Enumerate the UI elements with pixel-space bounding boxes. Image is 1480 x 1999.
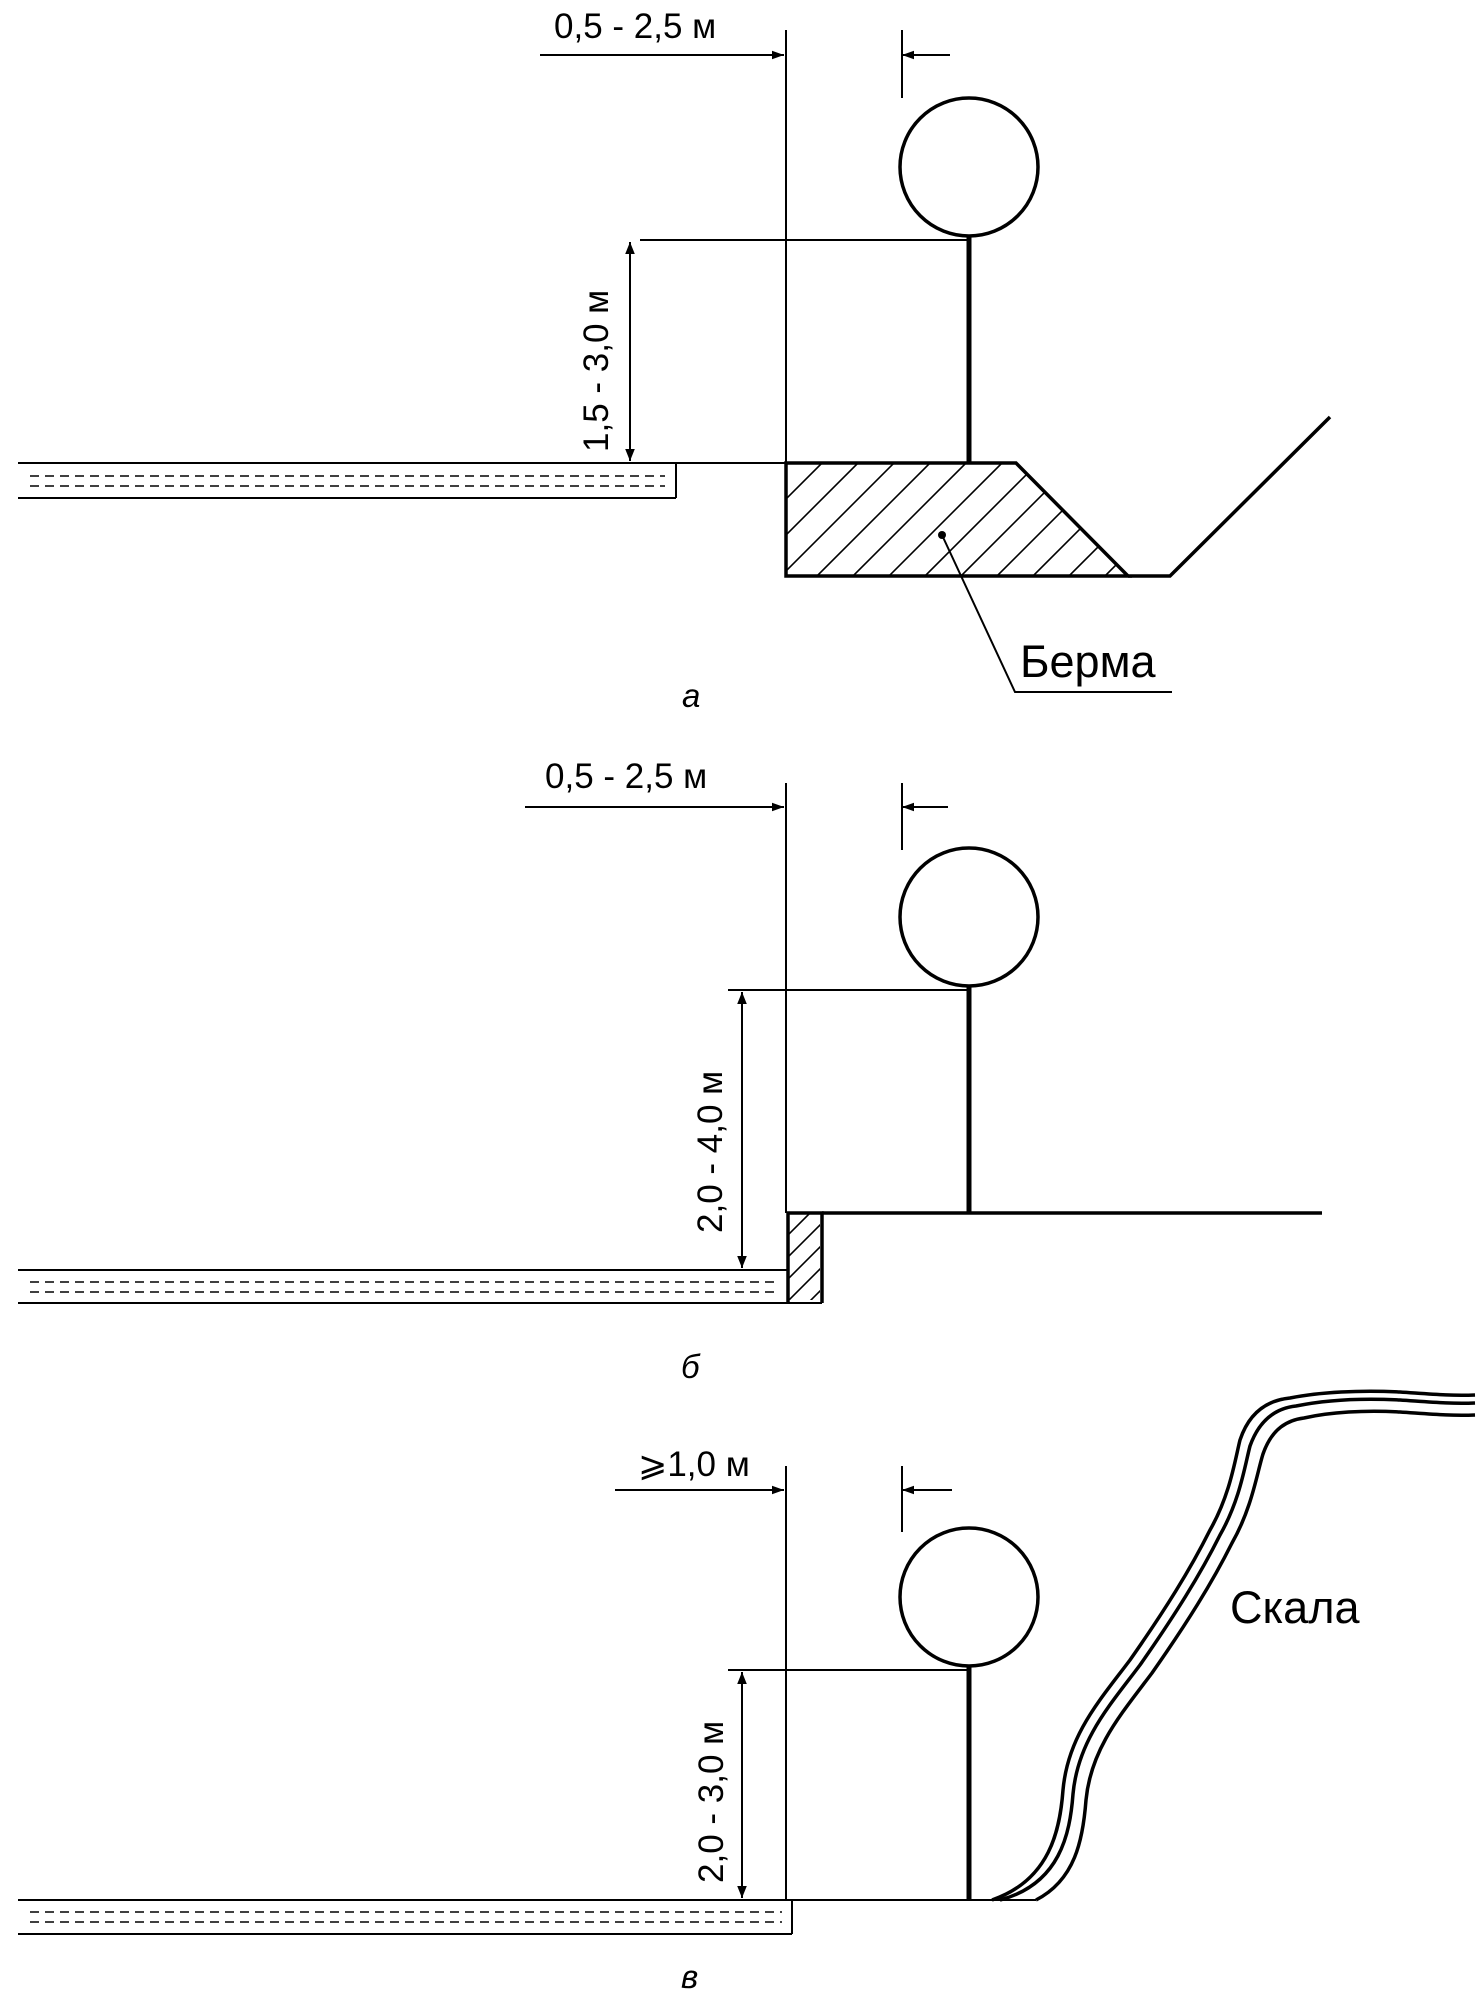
- roadway-a: [18, 462, 677, 499]
- sign-plate-c: [898, 1526, 1040, 1668]
- road-sign-c: [898, 1526, 1040, 1900]
- roadway-b: [18, 1269, 822, 1304]
- caption-a: а: [682, 677, 700, 714]
- panel-a: 0,5 - 2,5 м 1,5 - 3,0 м Берма а: [18, 7, 1332, 714]
- sign-plate-a: [898, 96, 1040, 238]
- vertical-dimension-a: 1,5 - 3,0 м: [577, 239, 969, 461]
- roadway-c: [18, 1899, 793, 1935]
- retaining-step: [786, 1211, 824, 1303]
- vertical-dimension-c: 2,0 - 3,0 м: [692, 1669, 969, 1898]
- panel-c: ⩾1,0 м 2,0 - 3,0 м Скала в: [18, 1389, 1476, 1995]
- vertical-dim-label-a: 1,5 - 3,0 м: [577, 290, 616, 452]
- horizontal-dim-label-a: 0,5 - 2,5 м: [554, 7, 716, 46]
- vertical-dimension-b: 2,0 - 4,0 м: [691, 989, 969, 1268]
- horizontal-dimension-c: ⩾1,0 м: [615, 1445, 952, 1532]
- road-sign-a: [898, 96, 1040, 463]
- panel-b: 0,5 - 2,5 м 2,0 - 4,0 м б: [18, 757, 1322, 1385]
- horizontal-dimension-a: 0,5 - 2,5 м: [540, 7, 950, 98]
- vertical-dim-label-c: 2,0 - 3,0 м: [692, 1721, 731, 1883]
- caption-c: в: [681, 1958, 698, 1994]
- berm-callout: Берма: [938, 531, 1172, 693]
- rock-label: Скала: [1230, 1582, 1360, 1633]
- horizontal-dimension-b: 0,5 - 2,5 м: [525, 757, 948, 850]
- road-sign-b: [898, 846, 1040, 1213]
- horizontal-dim-label-b: 0,5 - 2,5 м: [545, 757, 707, 796]
- berm-label: Берма: [1020, 636, 1157, 687]
- sign-plate-b: [898, 846, 1040, 988]
- horizontal-dim-label-c: ⩾1,0 м: [638, 1445, 750, 1484]
- caption-b: б: [681, 1348, 701, 1385]
- vertical-dim-label-b: 2,0 - 4,0 м: [691, 1071, 730, 1233]
- rock-face: Скала: [991, 1389, 1476, 1902]
- ditch-slope-a: [1128, 415, 1332, 578]
